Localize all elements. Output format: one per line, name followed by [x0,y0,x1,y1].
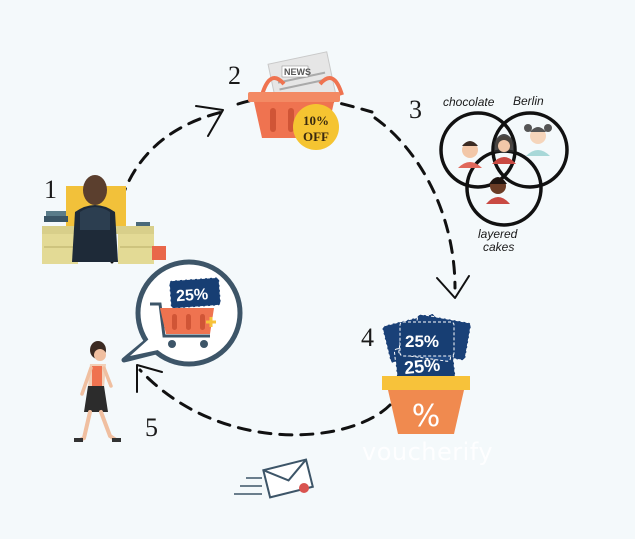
step-number-5: 5 [145,413,158,442]
arrow-3-to-4 [373,116,457,290]
email-envelope-icon [234,458,315,499]
bubble-coupon-value: 25% [176,286,209,305]
person-avatar-girl [524,124,552,156]
coupon-value-back: 25% [403,354,441,378]
arrowhead-to-2 [195,105,224,137]
step-number-4: 4 [361,323,374,352]
segment-label-chocolate: chocolate [443,95,495,109]
shopping-woman-icon [74,341,121,442]
discount-badge-off: OFF [303,129,329,144]
coupon-value-front: 25% [405,332,439,351]
discount-badge: 10% OFF [293,104,339,150]
step-number-1: 1 [44,175,57,204]
arrowhead-to-4 [436,275,470,299]
customer-segments-venn-icon [439,111,569,227]
segment-label-berlin: Berlin [513,94,544,108]
bowl-percent-symbol: % [412,399,441,434]
step-number-3: 3 [409,95,422,124]
newspaper-label: NEWS [284,67,311,77]
step-number-2: 2 [228,61,241,90]
arrowhead-to-5 [136,364,163,393]
coupon-bowl-icon: 25% 25% % [382,313,472,434]
watermark: voucherify [362,438,493,466]
speech-bubble-cart-icon: 25% [121,259,243,367]
office-worker-icon [42,175,166,264]
arrow-4-to-5 [138,368,392,437]
person-avatar-dark-woman [486,177,510,204]
segment-label-layered: layered [478,227,518,241]
discount-badge-percent: 10% [303,113,329,128]
arrowheads [136,105,470,393]
segment-label-cakes: cakes [483,240,514,254]
person-avatar-man [458,141,482,168]
person-avatar-woman [492,134,516,164]
